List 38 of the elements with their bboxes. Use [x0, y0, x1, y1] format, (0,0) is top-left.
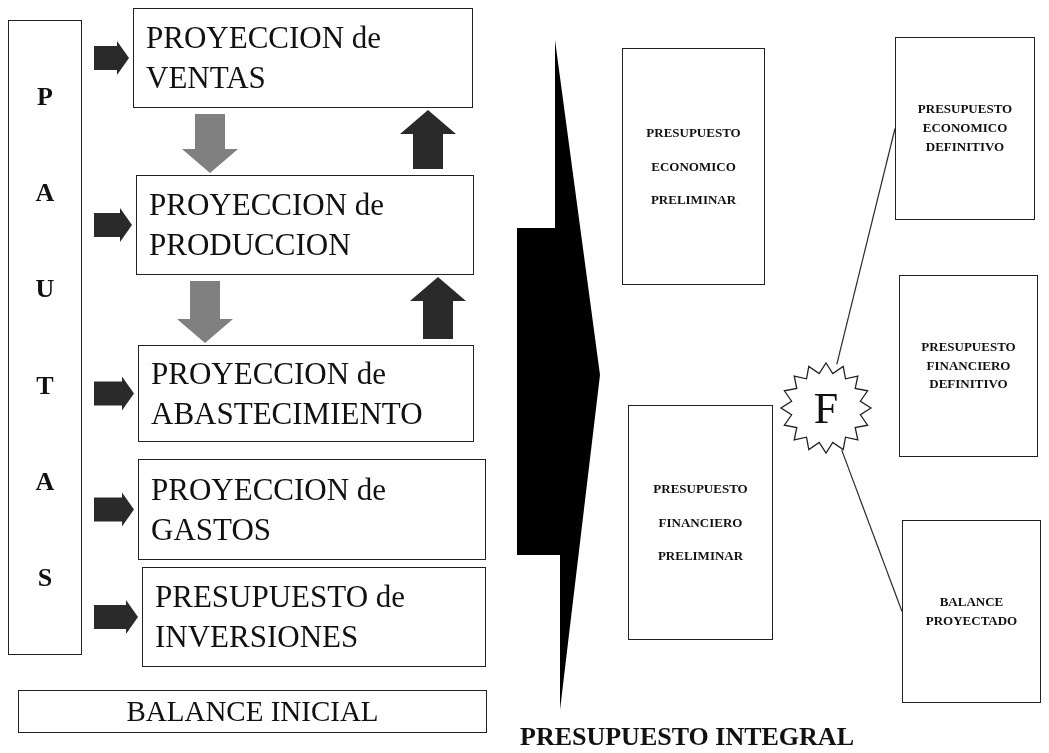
node-text: PRESUPUESTO FINANCIERO DEFINITIVO	[920, 337, 1017, 394]
process-box	[138, 345, 474, 442]
connector-line	[836, 127, 896, 365]
node-text: PROYECCION de VENTAS	[146, 19, 383, 97]
node-text: F	[813, 382, 839, 434]
process-box	[133, 8, 473, 108]
block-arrow	[94, 41, 129, 75]
node-text: BALANCE INICIAL	[126, 693, 379, 729]
block-arrow	[94, 376, 134, 411]
node-text: PROYECCION de GASTOS	[151, 470, 388, 549]
connector-line	[841, 449, 903, 613]
block-arrow	[177, 281, 233, 343]
process-box	[18, 690, 487, 733]
process-box	[628, 405, 773, 640]
diagram-title: PRESUPUESTO INTEGRAL	[520, 722, 854, 752]
process-box	[142, 567, 486, 667]
node-text: PRESUPUESTO de INVERSIONES	[155, 578, 407, 656]
node-text: PAUTAS	[34, 80, 56, 594]
process-box	[138, 459, 486, 560]
block-arrow	[94, 492, 134, 527]
node-text: BALANCE PROYECTADO	[924, 592, 1019, 630]
vertical-panel	[8, 20, 82, 655]
process-box	[622, 48, 765, 285]
node-text: PROYECCION de ABASTECIMIENTO	[151, 354, 424, 433]
node-text: PRESUPUESTO FINANCIERO PRELIMINAR	[652, 479, 749, 566]
process-box	[136, 175, 474, 275]
node-text: PRESUPUESTO ECONOMICO PRELIMINAR	[645, 123, 742, 210]
process-box	[899, 275, 1038, 457]
node-text: PRESUPUESTO ECONOMICO DEFINITIVO	[916, 100, 1014, 156]
starburst	[781, 363, 871, 453]
block-arrow	[94, 208, 132, 242]
block-arrow	[410, 277, 466, 339]
block-arrow	[182, 114, 238, 173]
process-box	[895, 37, 1035, 220]
block-arrow	[94, 600, 138, 634]
block-arrow	[400, 110, 456, 169]
node-text: PROYECCION de PRODUCCION	[149, 186, 386, 264]
process-box	[902, 520, 1041, 703]
